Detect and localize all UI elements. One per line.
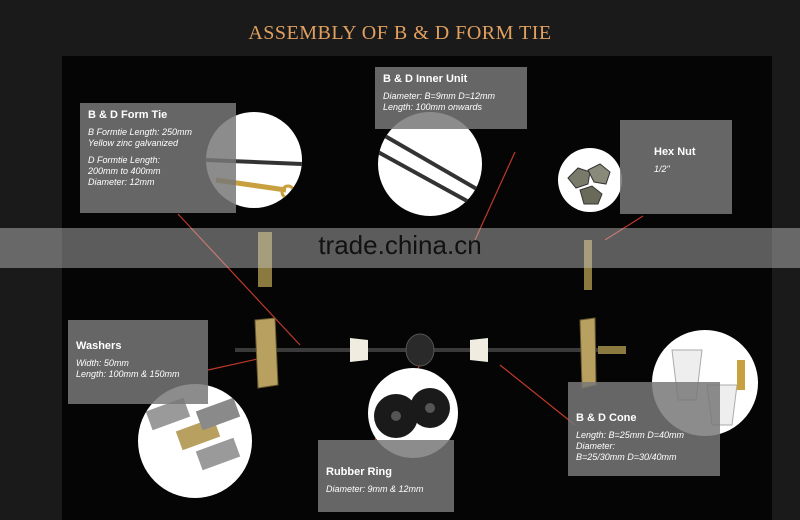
hex-nut-line1: 1/2" <box>654 164 670 174</box>
connector-washers <box>207 357 263 371</box>
cone-info: B & D Cone Length: B=25mm D=40mm Diamete… <box>568 382 720 476</box>
washers-line2: Length: 100mm & 150mm <box>76 369 180 379</box>
hex-nut-heading: Hex Nut <box>654 146 696 158</box>
inner-unit-info: B & D Inner Unit Diameter: B=9mm D=12mm … <box>375 67 527 129</box>
form-tie-line4: 200mm to 400mm <box>88 166 161 176</box>
connector-hex-nut <box>604 215 644 241</box>
cone-line1: Length: B=25mm D=40mm <box>576 430 685 440</box>
inner-unit-line2: Length: 100mm onwards <box>383 102 483 112</box>
assembly-washer-right <box>579 317 597 389</box>
form-tie-line2: Yellow zinc galvanized <box>88 138 179 148</box>
rubber-ring-line1: Diameter: 9mm & 12mm <box>326 484 424 494</box>
form-tie-line3: D Formtie Length: <box>88 155 161 165</box>
cone-line2: Diameter: <box>576 441 616 451</box>
inner-unit-image <box>378 112 482 216</box>
watermark: trade.china.cn <box>318 230 482 260</box>
form-tie-heading: B & D Form Tie <box>88 109 168 121</box>
assembly-nut-end <box>598 346 626 354</box>
washers-info: Washers Width: 50mm Length: 100mm & 150m… <box>68 320 208 404</box>
assembly-cone-left <box>350 338 368 362</box>
inner-unit-heading: B & D Inner Unit <box>383 73 468 85</box>
cone-heading: B & D Cone <box>576 412 637 424</box>
assembly-tie-left <box>258 232 272 287</box>
inner-unit-line1: Diameter: B=9mm D=12mm <box>383 91 496 101</box>
watermark-band <box>0 228 800 268</box>
assembly-tie-right <box>584 240 592 290</box>
rubber-ring-info: Rubber Ring Diameter: 9mm & 12mm <box>318 440 454 512</box>
assembly-washer-left <box>254 317 279 389</box>
form-tie-line5: Diameter: 12mm <box>88 177 155 187</box>
connector-inner-unit <box>474 151 516 241</box>
assembly-cone-right <box>470 338 488 362</box>
connector-cone <box>499 364 576 426</box>
washers-line1: Width: 50mm <box>76 358 129 368</box>
assembly-rubber-ring <box>405 333 435 367</box>
page-title: ASSEMBLY OF B & D FORM TIE <box>248 22 552 44</box>
cone-line3: B=25/30mm D=30/40mm <box>576 452 677 462</box>
connector-form-tie <box>177 213 301 346</box>
hex-nut-image <box>558 148 622 212</box>
rubber-ring-heading: Rubber Ring <box>326 466 392 478</box>
washers-heading: Washers <box>76 340 122 352</box>
hex-nut-info: Hex Nut 1/2" <box>620 120 732 214</box>
form-tie-info: B & D Form Tie B Formtie Length: 250mm Y… <box>80 103 236 213</box>
form-tie-line1: B Formtie Length: 250mm <box>88 127 193 137</box>
